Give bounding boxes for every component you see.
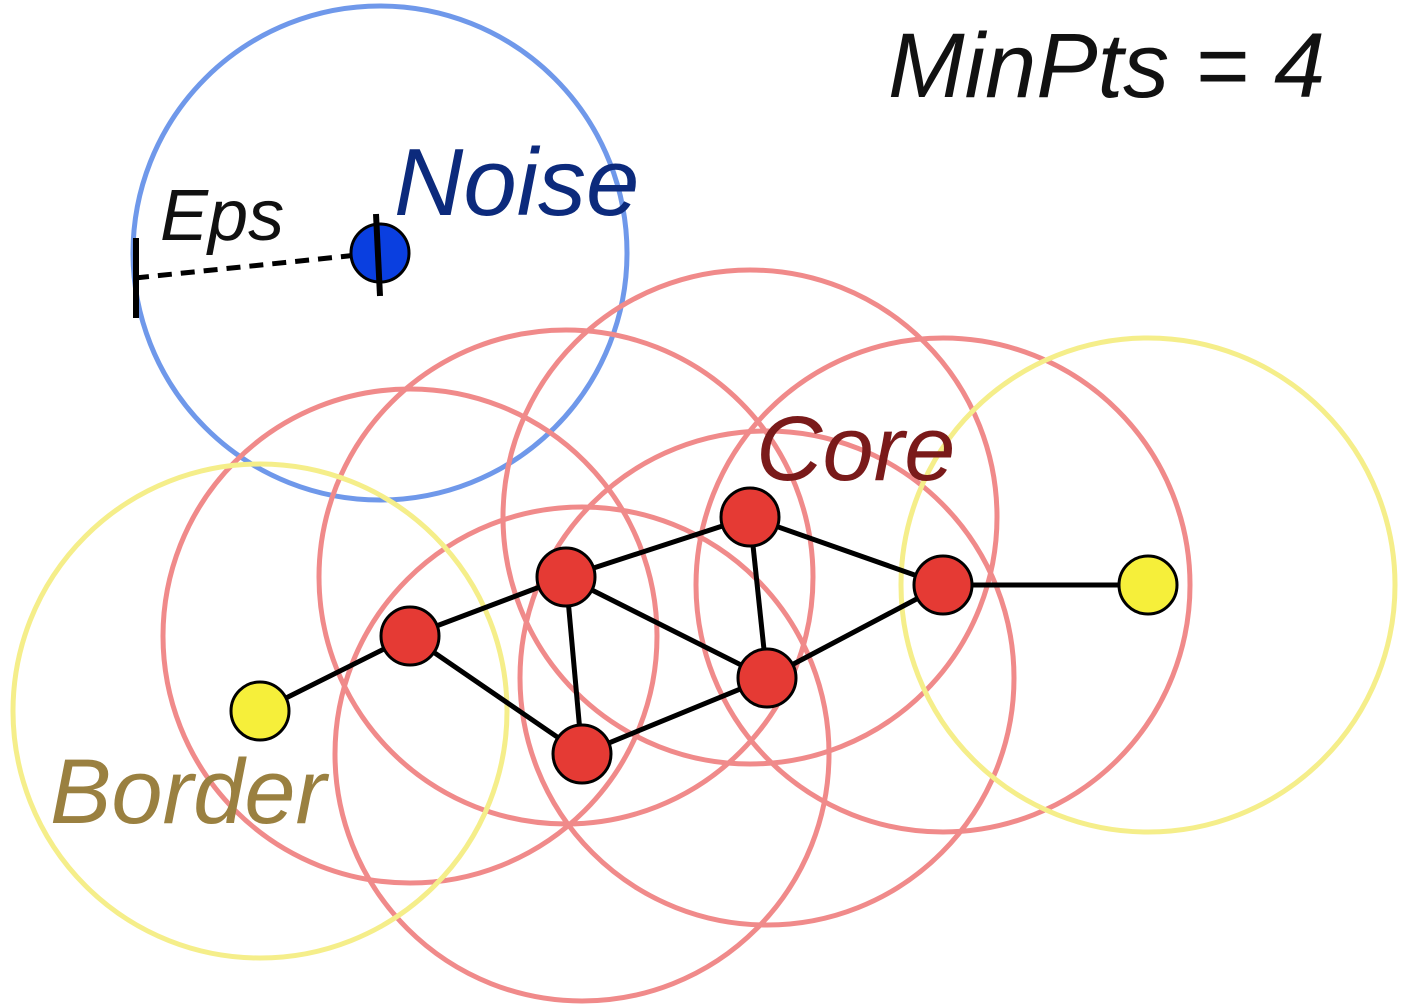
eps-radius-line [134,250,378,281]
diagram-labels: MinPts = 4 Noise Eps Core Border [50,15,1325,843]
border-point [229,680,291,742]
border-point [1117,554,1179,616]
data-points [229,222,1179,785]
eps-radius-indicator [133,238,378,318]
edge-bidirectional [747,512,946,590]
core-ring [500,267,1000,767]
core-ring [332,504,832,1004]
edge-bidirectional [764,582,946,681]
minpts-label: MinPts = 4 [888,15,1325,117]
border-label: Border [50,741,329,843]
edge-bidirectional [563,574,770,681]
edge-bidirectional [563,512,753,582]
edge-bidirectional [407,633,585,757]
edge-bidirectional [579,674,770,758]
core-point [912,554,974,616]
neighborhood-rings [10,3,1398,1004]
noise-label: Noise [394,129,639,236]
eps-center-tick [373,213,383,297]
core-point [551,723,613,785]
core-point [535,546,597,608]
core-point [719,486,781,548]
core-point [736,647,798,709]
core-label: Core [756,398,955,500]
eps-label: Eps [160,176,284,256]
core-point [379,605,441,667]
